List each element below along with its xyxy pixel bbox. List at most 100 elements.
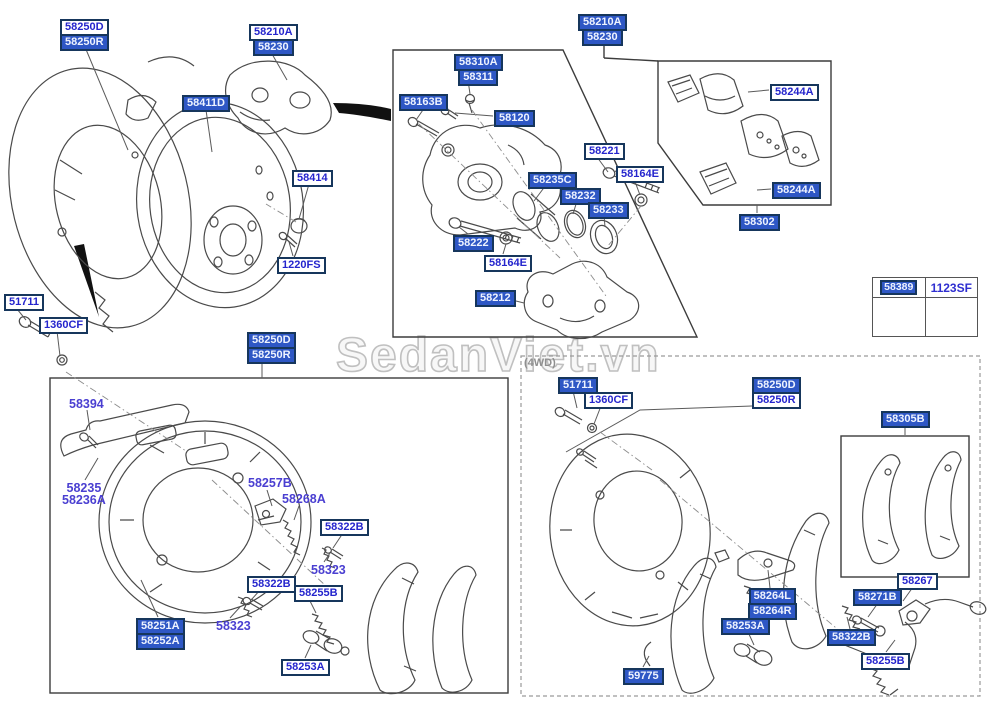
label-58253a-4wd: 58253A — [721, 618, 770, 635]
part-number-58267[interactable]: 58267 — [897, 573, 938, 590]
pad-retainer-clip-bottom — [699, 162, 737, 195]
fastener-bolt-image-left — [873, 298, 926, 336]
part-number-59775[interactable]: 59775 — [623, 668, 664, 685]
label-58255b-4wd: 58255B — [861, 653, 910, 670]
label-58222: 58222 — [453, 235, 494, 252]
part-number-58323[interactable]: 58323 — [311, 563, 346, 577]
label-58323-bl-upper: 58323 — [311, 563, 346, 577]
part-number-58322B[interactable]: 58322B — [247, 576, 296, 593]
part-number-58164E[interactable]: 58164E — [616, 166, 664, 183]
part-number-58305B[interactable]: 58305B — [881, 411, 930, 428]
label-1360cf-4wd: 1360CF — [584, 392, 634, 409]
label-1360cf-left: 1360CF — [39, 317, 89, 334]
label-59775: 59775 — [623, 668, 664, 685]
label-58235c: 58235C — [528, 172, 577, 189]
part-number-58255B[interactable]: 58255B — [861, 653, 910, 670]
label-58394: 58394 — [69, 397, 104, 411]
part-number-58250R[interactable]: 58250R — [247, 347, 296, 364]
part-number-58230[interactable]: 58230 — [252, 39, 294, 56]
part-number-51711[interactable]: 51711 — [4, 294, 44, 311]
label-58164e-upper: 58164E — [616, 166, 664, 183]
caliper-assembled — [224, 60, 332, 135]
label-58232: 58232 — [560, 188, 601, 205]
part-number-58235[interactable]: 58235 — [66, 481, 102, 495]
part-number-58268A[interactable]: 58268A — [282, 492, 326, 506]
lever-58264 — [714, 549, 796, 581]
part-number-1360CF[interactable]: 1360CF — [584, 392, 634, 409]
part-number-1360CF[interactable]: 1360CF — [39, 317, 89, 334]
part-number-58163B[interactable]: 58163B — [399, 94, 448, 111]
part-number-58389[interactable]: 58389 — [880, 280, 918, 295]
part-number-58311[interactable]: 58311 — [458, 69, 499, 86]
part-number-58394[interactable]: 58394 — [69, 397, 104, 411]
brake-shoe-4wd-right — [782, 512, 830, 650]
label-58411d: 58411D — [182, 95, 230, 112]
bolt-51711-4wd — [554, 406, 583, 425]
part-number-58322B[interactable]: 58322B — [320, 519, 369, 536]
part-number-58250R[interactable]: 58250R — [60, 34, 109, 51]
part-number-58253A[interactable]: 58253A — [721, 618, 770, 635]
part-number-58212[interactable]: 58212 — [475, 290, 516, 307]
part-number-1220FS[interactable]: 1220FS — [277, 257, 326, 274]
assembly-axis-lines — [65, 109, 849, 639]
part-number-58250D[interactable]: 58250D — [60, 19, 109, 36]
pin-spring-upper-58323 — [321, 547, 336, 569]
lever-bracket-58235 — [60, 403, 229, 466]
part-number-58302[interactable]: 58302 — [739, 214, 780, 231]
bolt-58322b-upper — [324, 546, 344, 560]
part-number-58322B[interactable]: 58322B — [827, 629, 876, 646]
part-number-58164E[interactable]: 58164E — [484, 255, 532, 272]
part-number-58233[interactable]: 58233 — [588, 202, 629, 219]
part-number-58264R[interactable]: 58264R — [748, 603, 797, 620]
fastener-cell-58389[interactable]: 58389 — [873, 278, 926, 297]
label-58268a: 58268A — [282, 492, 326, 506]
part-number-58244A[interactable]: 58244A — [772, 182, 821, 199]
label-58244a-top: 58244A — [770, 84, 819, 101]
guide-bolt-58222 — [448, 217, 522, 244]
part-number-58235C[interactable]: 58235C — [528, 172, 577, 189]
label-58212: 58212 — [475, 290, 516, 307]
label-58120: 58120 — [494, 110, 535, 127]
part-number-58250R[interactable]: 58250R — [752, 392, 801, 409]
part-number-58236A[interactable]: 58236A — [62, 493, 106, 507]
part-number-58414[interactable]: 58414 — [292, 170, 333, 187]
part-number-58222[interactable]: 58222 — [453, 235, 494, 252]
nut-1360cf-left — [56, 354, 68, 366]
part-number-58120[interactable]: 58120 — [494, 110, 535, 127]
part-number-58244A[interactable]: 58244A — [770, 84, 819, 101]
part-number-58411D[interactable]: 58411D — [182, 95, 230, 112]
part-number-58271B[interactable]: 58271B — [853, 589, 902, 606]
part-number-58230[interactable]: 58230 — [581, 29, 623, 46]
label-51711-left: 51711 — [4, 294, 44, 311]
label-58305b: 58305B — [881, 411, 930, 428]
brake-shoe-4wd-left — [670, 557, 717, 694]
part-number-58252A[interactable]: 58252A — [136, 633, 185, 650]
part-number-58221[interactable]: 58221 — [584, 143, 625, 160]
label-1220fs: 1220FS — [277, 257, 326, 274]
label-58233: 58233 — [588, 202, 629, 219]
part-number-58253A[interactable]: 58253A — [281, 659, 330, 676]
part-number-4WD: (4WD) — [524, 357, 556, 369]
pin-bolt-4wd — [576, 448, 597, 463]
part-number-58250D[interactable]: 58250D — [247, 332, 296, 349]
shoe-kit-58305b-shoes — [862, 451, 962, 565]
brake-shoes-bl — [367, 562, 477, 695]
label-58322b-4wd: 58322B — [827, 629, 876, 646]
part-number-51711[interactable]: 51711 — [558, 377, 598, 394]
seal-58232 — [563, 209, 587, 239]
part-number-58264L[interactable]: 58264L — [748, 588, 796, 605]
part-number-58257B[interactable]: 58257B — [248, 476, 292, 490]
label-58271b: 58271B — [853, 589, 902, 606]
part-number-58255B[interactable]: 58255B — [294, 585, 343, 602]
fastener-cell-1123sf[interactable]: 1123SF — [926, 278, 978, 297]
part-number-58323[interactable]: 58323 — [216, 619, 251, 633]
part-number-58232[interactable]: 58232 — [560, 188, 601, 205]
adjuster-58253a-bl — [302, 630, 350, 656]
label-58253a-bl: 58253A — [281, 659, 330, 676]
part-number-1123SF[interactable]: 1123SF — [930, 280, 972, 295]
